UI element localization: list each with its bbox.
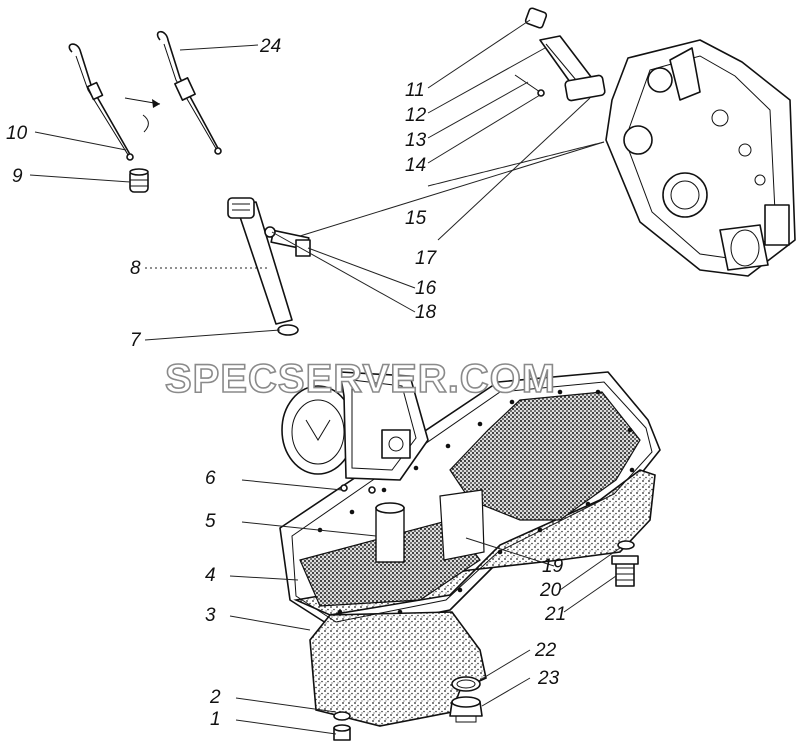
callout-16: 16 <box>415 278 437 299</box>
callout-10: 10 <box>6 123 28 144</box>
breather-assembly <box>514 7 606 102</box>
callout-24: 24 <box>259 36 281 57</box>
callout-11: 11 <box>405 80 425 101</box>
callout-5: 5 <box>205 511 216 532</box>
callout-7: 7 <box>130 330 142 351</box>
callout-2: 2 <box>209 687 221 708</box>
callout-21: 21 <box>544 604 566 625</box>
callout-22: 22 <box>534 640 557 661</box>
dipstick-left <box>68 43 134 161</box>
callout-17: 17 <box>415 248 438 269</box>
change-arrow <box>124 97 161 133</box>
callout-19: 19 <box>542 556 564 577</box>
callout-18: 18 <box>415 302 437 323</box>
flywheel-housing <box>605 39 796 277</box>
callout-12: 12 <box>405 105 427 126</box>
callout-9: 9 <box>12 166 23 187</box>
callout-3: 3 <box>205 605 216 626</box>
callout-20: 20 <box>539 580 562 601</box>
callout-14: 14 <box>405 155 426 176</box>
watermark-text: SPECSERVER.COM <box>165 357 556 401</box>
dipstick-guide-tube <box>227 197 311 336</box>
callout-13: 13 <box>405 130 427 151</box>
callout-labels: 1 2 3 4 5 6 7 8 9 10 11 12 13 14 15 16 1… <box>6 36 566 730</box>
oil-pump-housing <box>281 371 429 494</box>
dipstick-fitting <box>129 168 149 193</box>
callout-1: 1 <box>210 709 221 730</box>
callout-6: 6 <box>205 468 216 489</box>
dipstick-right <box>156 30 222 155</box>
nut-washer-1-2 <box>333 711 351 741</box>
drain-plug-21 <box>611 540 639 587</box>
callout-8: 8 <box>130 258 141 279</box>
callout-15: 15 <box>405 208 427 229</box>
callout-4: 4 <box>205 565 216 586</box>
oil-pan <box>279 371 661 727</box>
leader-lines <box>29 19 621 735</box>
callout-23: 23 <box>537 668 560 689</box>
drain-plug-23 <box>449 676 483 723</box>
